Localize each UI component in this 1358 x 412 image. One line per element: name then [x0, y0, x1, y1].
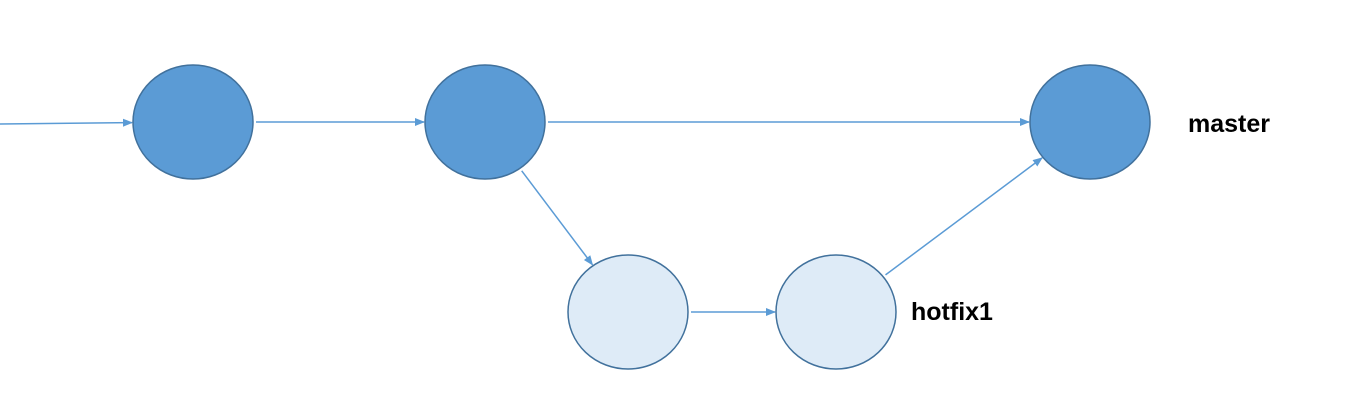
nodes-layer — [132, 64, 1151, 370]
edge-c2-to-h1 — [521, 170, 594, 266]
branch-label-hotfix1: hotfix1 — [911, 298, 993, 326]
commit-node-c2 — [424, 64, 546, 180]
edge-start-to-c1 — [0, 118, 133, 127]
commit-node-h2 — [775, 254, 897, 370]
commit-node-m1 — [1029, 64, 1151, 180]
branch-label-master: master — [1188, 110, 1270, 138]
commit-node-h1 — [567, 254, 689, 370]
edge-h2-to-m1 — [885, 157, 1043, 276]
commit-node-c1 — [132, 64, 254, 180]
edges-layer — [0, 118, 1043, 316]
